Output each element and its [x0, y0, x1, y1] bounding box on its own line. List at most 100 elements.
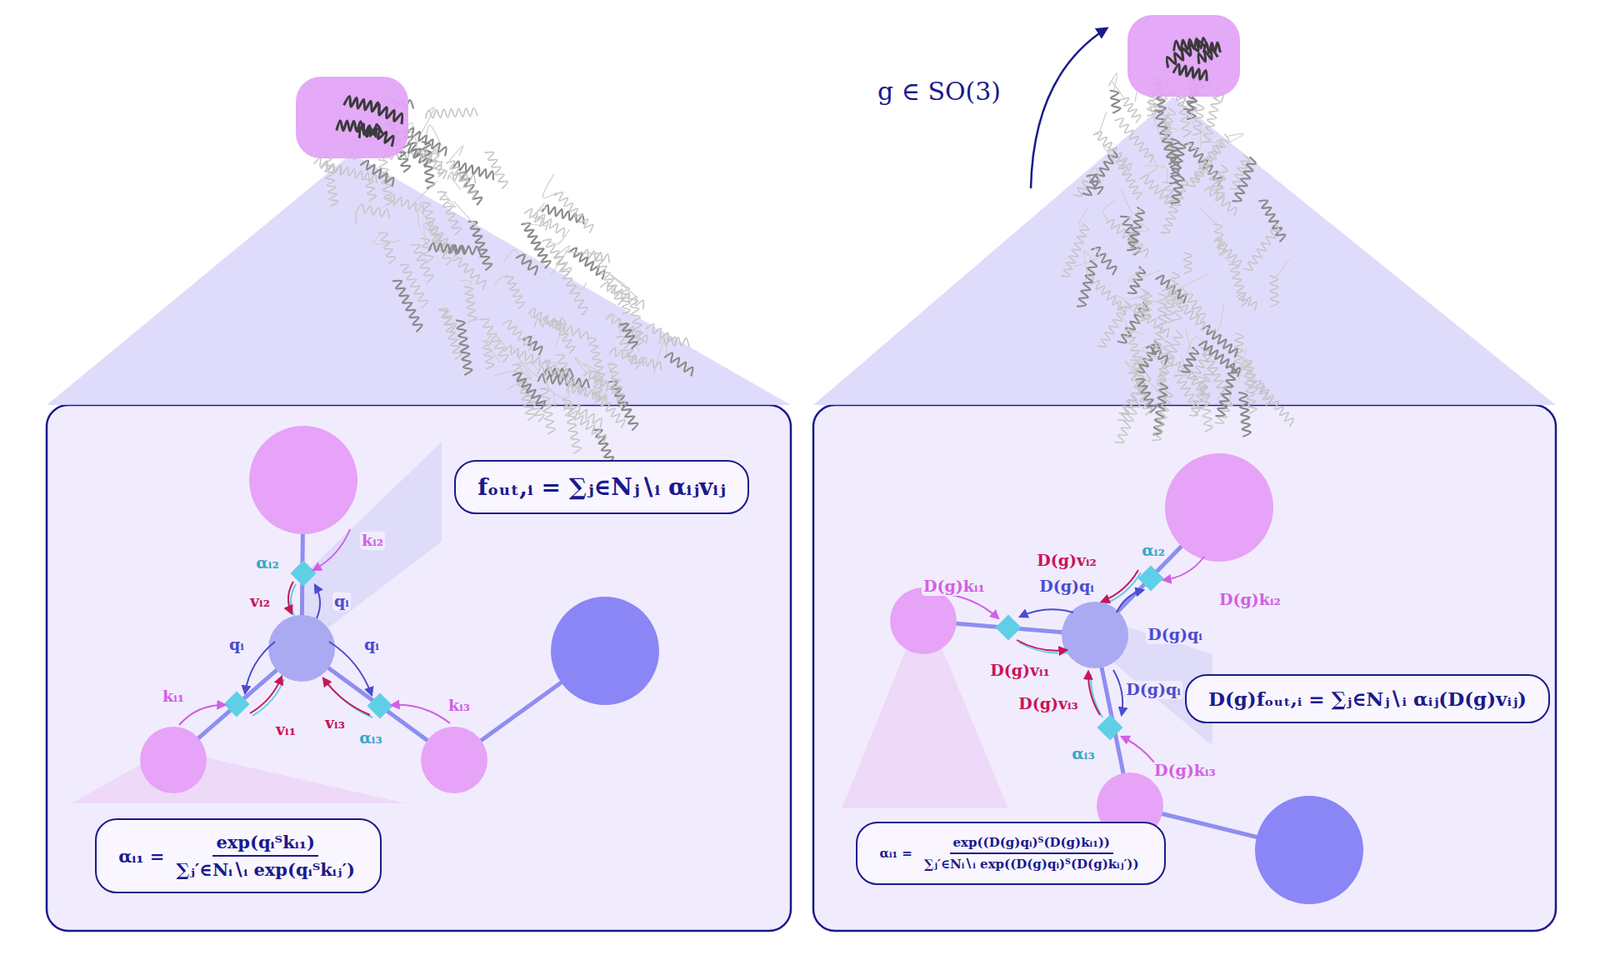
zoom-fan — [813, 96, 1556, 405]
protein-loop — [525, 222, 547, 226]
formula-lhs: αᵢ₁ = — [118, 845, 165, 867]
protein-helix — [590, 253, 624, 305]
protein-loop — [1204, 302, 1224, 330]
math-label: D(g)kᵢ₁ — [921, 577, 987, 596]
math-label: D(g)kᵢ₂ — [1217, 590, 1283, 610]
protein-helix — [464, 286, 476, 323]
message-arrow — [1101, 570, 1139, 602]
protein-helix — [1156, 330, 1183, 380]
panel — [46, 405, 791, 931]
protein-helix — [1086, 175, 1104, 195]
formula-box: αᵢ₁ = exp(qᵢᵀkᵢ₁)∑ⱼ′∈Nᵢ∖ᵢ exp(qᵢᵀkᵢⱼ′) — [95, 818, 382, 894]
protein-helix — [512, 373, 545, 410]
protein-helix — [1232, 156, 1256, 201]
math-label: αᵢ₂ — [254, 554, 281, 573]
graph-node — [268, 615, 335, 682]
protein-loop — [593, 388, 609, 404]
protein-loop — [607, 314, 629, 332]
graph-node — [249, 425, 358, 535]
protein-helix — [1060, 223, 1090, 276]
protein-helix — [1183, 252, 1192, 274]
math-label: kᵢ₃ — [446, 696, 472, 715]
protein-helix — [452, 257, 485, 290]
protein-helix — [629, 298, 645, 346]
math-label: kᵢ₂ — [360, 531, 385, 550]
protein-helix — [1161, 288, 1205, 331]
protein-loop — [454, 200, 476, 225]
math-label: qᵢ — [227, 635, 246, 655]
message-arrow — [1020, 609, 1074, 617]
protein-helix — [420, 202, 441, 249]
graph-node — [420, 726, 488, 794]
protein-helix — [619, 323, 638, 349]
zoom-fan — [71, 754, 406, 804]
math-label: vᵢ₂ — [248, 592, 272, 611]
protein-loop — [545, 229, 570, 245]
protein-loop — [467, 318, 484, 323]
protein-helix — [1110, 90, 1121, 113]
protein-helix — [1185, 140, 1222, 187]
message-arrow — [179, 705, 225, 725]
protein-loop — [1084, 251, 1095, 279]
protein-helix — [1163, 182, 1175, 205]
protein-helix — [1072, 174, 1092, 196]
protein-helix — [540, 388, 555, 435]
attention-diamond — [1096, 714, 1123, 740]
protein-helix — [1213, 238, 1241, 269]
graph-node — [550, 596, 660, 705]
message-arrow — [391, 705, 450, 724]
protein-loop — [384, 193, 395, 207]
message-arrow — [325, 680, 373, 718]
protein-loop — [1074, 247, 1100, 267]
message-arrow — [1090, 674, 1103, 718]
protein-helix — [1151, 390, 1173, 441]
attention-diamond — [223, 690, 250, 717]
protein-loop — [420, 107, 435, 135]
protein-helix — [504, 345, 548, 370]
formula-text: fₒᵤₜ,ᵢ = ∑ⱼ∈Nⱼ∖ᵢ αᵢⱼvᵢⱼ — [477, 473, 726, 501]
protein-loop — [408, 130, 418, 149]
protein-loop — [1103, 145, 1126, 174]
graph-node — [1255, 795, 1364, 905]
protein-loop — [542, 174, 557, 199]
protein-helix — [420, 238, 433, 264]
protein-helix — [1258, 200, 1285, 243]
protein-loop — [493, 370, 517, 377]
math-label: D(g)qᵢ — [1145, 625, 1205, 645]
protein-helix — [1127, 266, 1145, 294]
message-arrow — [250, 676, 282, 714]
math-label: qᵢ — [332, 592, 351, 611]
protein-loop — [535, 206, 546, 213]
math-label: kᵢ₁ — [160, 687, 186, 706]
protein-helix — [480, 319, 509, 363]
protein-loop — [1226, 134, 1244, 144]
protein-helix — [658, 336, 690, 347]
protein-loop — [567, 380, 570, 395]
attention-diamond — [1137, 565, 1164, 591]
attention-diamond — [366, 692, 393, 719]
protein-helix — [1117, 394, 1136, 420]
protein-helix — [364, 179, 376, 201]
protein-loop — [1142, 343, 1184, 369]
protein-helix — [1105, 220, 1149, 259]
math-label: D(g)qᵢ — [1037, 577, 1096, 596]
protein-loop — [570, 282, 586, 290]
fraction: exp(qᵢᵀkᵢ₁)∑ⱼ′∈Nᵢ∖ᵢ exp(qᵢᵀkᵢⱼ′) — [172, 831, 358, 880]
protein-helix — [356, 204, 390, 219]
protein-loop — [516, 363, 539, 371]
rotation-arrow — [1030, 28, 1107, 189]
protein-helix — [1090, 247, 1116, 275]
protein-loop — [1164, 109, 1179, 131]
zoom-fan — [841, 633, 1009, 809]
message-arrow — [1113, 670, 1123, 715]
protein-helix — [1243, 223, 1280, 270]
protein-helix — [566, 285, 588, 315]
protein-loop — [1110, 81, 1124, 99]
protein-helix — [392, 280, 423, 332]
protein-loop — [449, 145, 464, 161]
protein-helix — [1270, 275, 1280, 307]
fraction: exp((D(g)qᵢ)ᵀ(D(g)kᵢ₁))∑ⱼ′∈Nᵢ∖ᵢ exp((D(g… — [920, 835, 1143, 872]
protein-helix — [1130, 360, 1146, 390]
protein-helix — [1145, 344, 1168, 365]
